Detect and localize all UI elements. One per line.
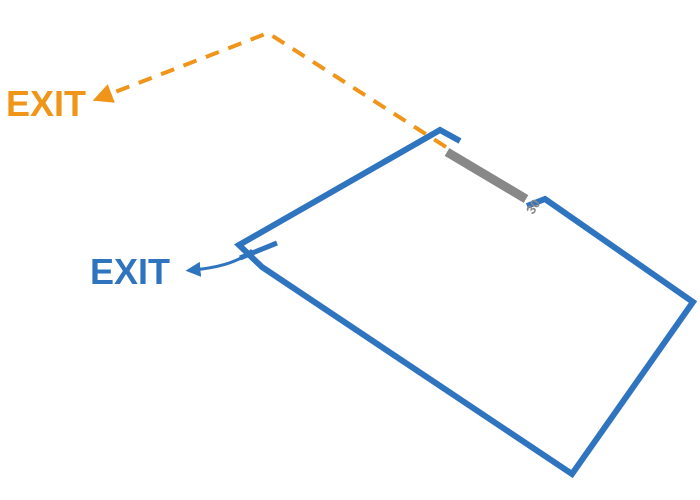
primary-exit-label: EXIT xyxy=(90,251,170,292)
curved-arrow-left-icon xyxy=(185,248,254,277)
doorway-segment xyxy=(444,148,529,203)
doorway-width-label: 30 xyxy=(523,197,543,217)
secondary-exit-route xyxy=(92,30,448,149)
secondary-exit-label: EXIT xyxy=(6,83,86,124)
room-wall-outline xyxy=(234,126,698,479)
